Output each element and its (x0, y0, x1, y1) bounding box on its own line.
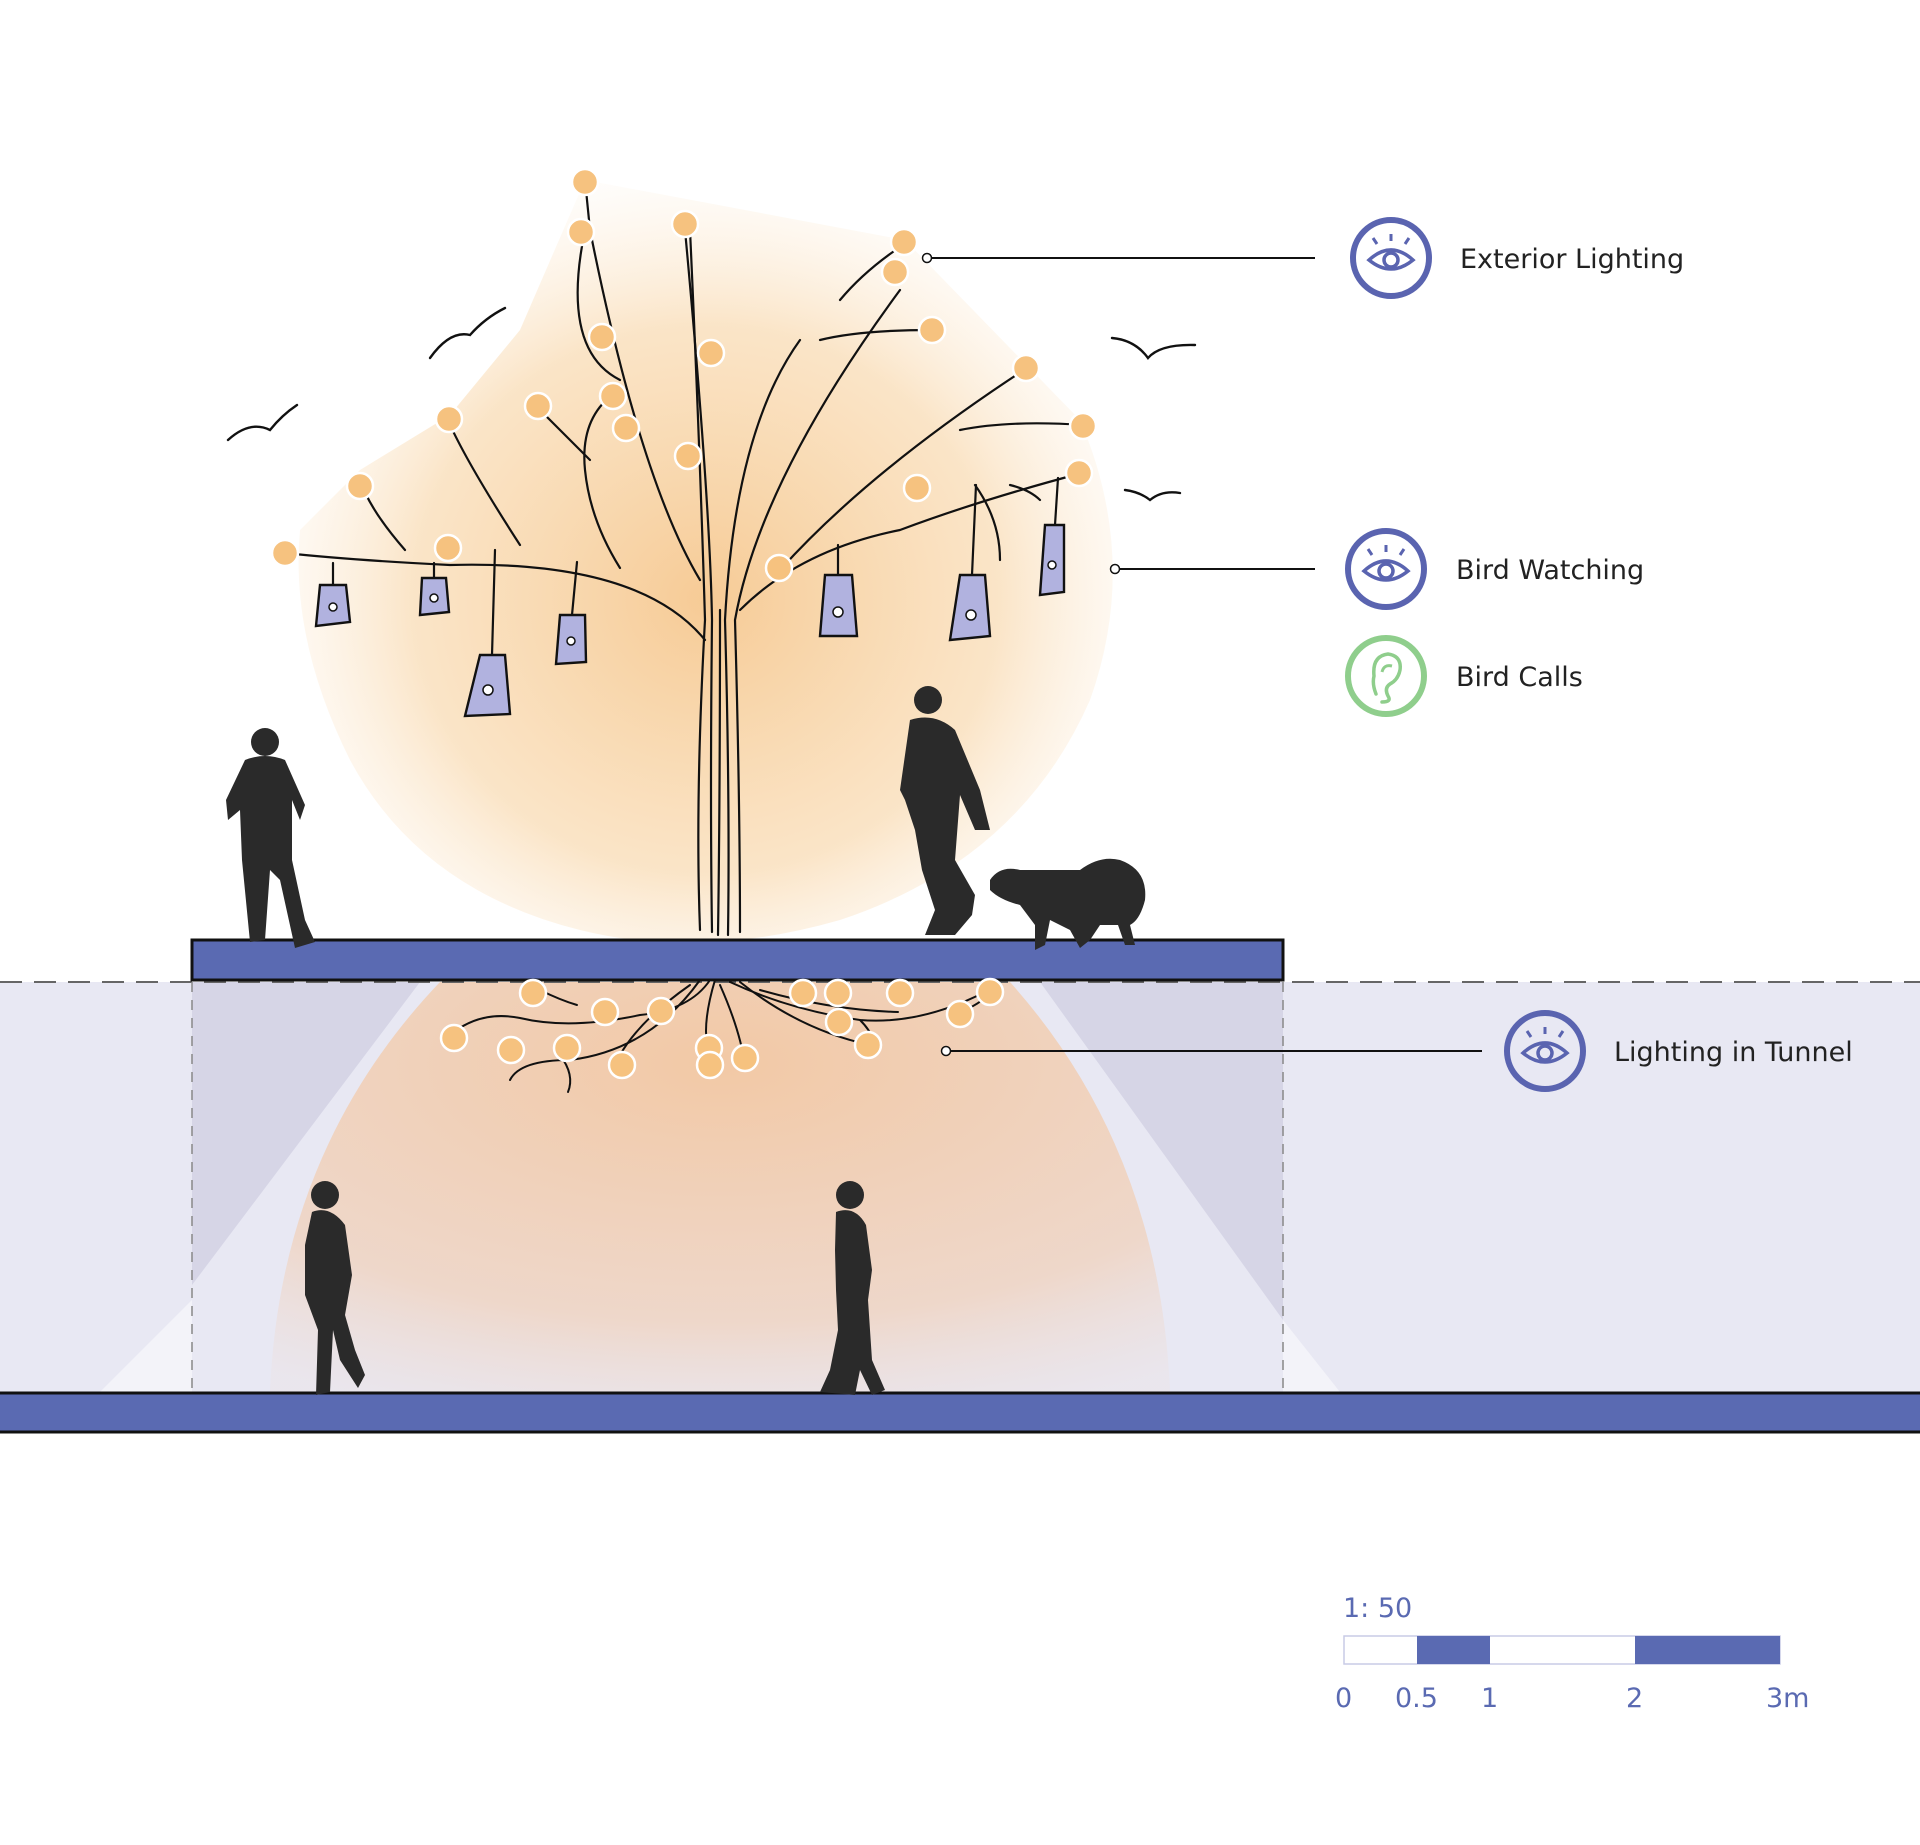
tunnel-side-shade-right (1040, 982, 1283, 1320)
bird-houses (314, 476, 1066, 718)
eye-icon (1345, 528, 1427, 610)
bird-4 (1123, 488, 1182, 502)
lower-floor (0, 1391, 1920, 1434)
scale-tick-2: 2 (1626, 1683, 1643, 1714)
scale-segment-0.5-1 (1417, 1636, 1490, 1664)
tunnel-side-shade-left (192, 982, 420, 1285)
tree-light-glow (298, 180, 1113, 943)
tunnel-light-cone (270, 982, 1170, 1392)
tree-light-bulbs (270, 167, 1098, 583)
scale-ratio: 1: 50 (1343, 1593, 1412, 1624)
upper-deck (190, 938, 1285, 982)
person-walking-tunnel-right (820, 1181, 885, 1395)
flying-birds (226, 306, 1197, 502)
leader-dot-exterior-lighting (921, 252, 933, 264)
person-walking-tunnel-left (305, 1181, 365, 1395)
ear-icon (1345, 635, 1427, 717)
dog (990, 858, 1146, 950)
bird-3 (1110, 336, 1197, 360)
scale-tick-0: 0 (1335, 1683, 1352, 1714)
leader-dot-lighting-in-tunnel (940, 1045, 952, 1057)
tunnel-roots (449, 979, 986, 1093)
label-exterior-lighting: Exterior Lighting (1460, 244, 1684, 275)
scale-segment-2-3 (1635, 1636, 1780, 1664)
bird-2 (428, 306, 507, 360)
tunnel-floor-light-right (1283, 1320, 1340, 1392)
label-lighting-in-tunnel: Lighting in Tunnel (1614, 1037, 1853, 1068)
scale-tick-0.5: 0.5 (1395, 1683, 1438, 1714)
eye-icon (1350, 217, 1432, 299)
tunnel-floor-light-left (100, 1300, 192, 1392)
scale-bar: 1: 50 0 0.5 1 2 3m (1335, 1593, 1809, 1714)
scale-tick-3m: 3m (1766, 1683, 1809, 1714)
eye-icon (1504, 1010, 1586, 1092)
label-bird-watching: Bird Watching (1456, 555, 1644, 586)
label-bird-calls: Bird Calls (1456, 662, 1583, 693)
leader-dot-bird-watching (1109, 563, 1121, 575)
person-walking-left-deck (226, 728, 315, 948)
person-with-dog (900, 686, 990, 935)
bird-1 (226, 403, 299, 442)
tunnel-light-bulbs (439, 977, 1005, 1080)
scale-tick-1: 1 (1481, 1683, 1498, 1714)
